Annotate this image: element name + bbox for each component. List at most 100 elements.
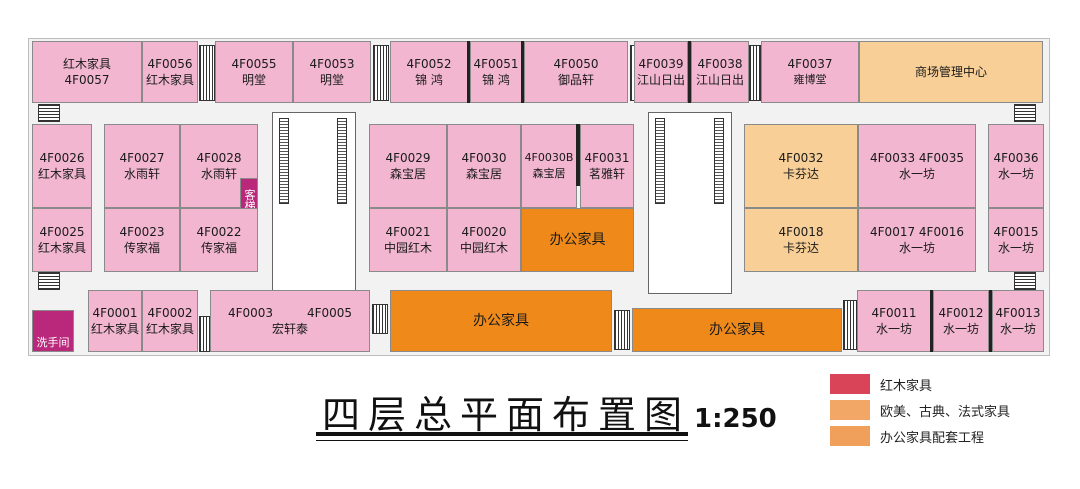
unit-brand: 森宝居 [389, 167, 426, 181]
partition-wall [576, 124, 580, 186]
unit-4f0039[interactable]: 4F0039 江山日出 [634, 41, 688, 103]
unit-code: 4F0022 [196, 225, 242, 239]
unit-4f0030b[interactable]: 4F0030B 森宝居 [521, 124, 577, 208]
unit-brand: 水一坊 [997, 167, 1034, 181]
unit-4f0038[interactable]: 4F0038 江山日出 [691, 41, 749, 103]
unit-4f0056[interactable]: 4F0056 红木家具 [142, 41, 198, 103]
unit-4f0036[interactable]: 4F0036 水一坊 [988, 124, 1044, 208]
title-underline [316, 432, 688, 436]
unit-code: 4F0029 [385, 151, 431, 165]
unit-brand: 中园红木 [383, 241, 432, 255]
office-furniture-center[interactable]: 办公家具 [521, 208, 634, 272]
staircase-right-upper [1014, 104, 1036, 122]
unit-4f0022[interactable]: 4F0022 传家福 [180, 208, 258, 272]
unit-4f0021[interactable]: 4F0021 中园红木 [369, 208, 447, 272]
unit-4f0013[interactable]: 4F0013 水一坊 [992, 290, 1044, 352]
unit-label: 商场管理中心 [914, 65, 987, 79]
unit-4f0052[interactable]: 4F0052 锦 鸿 [390, 41, 468, 103]
unit-brand: 茗雅轩 [588, 167, 625, 181]
unit-code: 4F0025 [39, 225, 85, 239]
unit-4f0025[interactable]: 4F0025 红木家具 [32, 208, 92, 272]
unit-4f0051[interactable]: 4F0051 锦 鸿 [470, 41, 522, 103]
legend-item-redwood: 红木家具 [830, 374, 932, 394]
legend-swatch [830, 400, 870, 420]
unit-4f0037[interactable]: 4F0037 雍博堂 [761, 41, 859, 103]
unit-4f0050[interactable]: 4F0050 御品轩 [524, 41, 628, 103]
office-furniture-south-1[interactable]: 办公家具 [390, 290, 612, 352]
unit-brand: 红木家具 [90, 322, 139, 336]
legend-label: 办公家具配套工程 [880, 430, 985, 446]
unit-code: 4F0038 [697, 57, 743, 71]
unit-brand: 宏轩泰 [271, 322, 308, 336]
unit-4f0015[interactable]: 4F0015 水一坊 [988, 208, 1044, 272]
unit-4f0029[interactable]: 4F0029 森宝居 [369, 124, 447, 208]
unit-code: 4F0026 [39, 151, 85, 165]
legend-item-european: 欧美、古典、法式家具 [830, 400, 1010, 420]
unit-brand: 水一坊 [898, 167, 935, 181]
staircase [749, 45, 761, 101]
unit-4f0002[interactable]: 4F0002 红木家具 [142, 290, 198, 352]
staircase-left-upper [38, 104, 60, 122]
unit-4f0033-4f0035[interactable]: 4F0033 4F0035 水一坊 [858, 124, 976, 208]
escalator [337, 118, 347, 204]
legend-swatch [830, 374, 870, 394]
staircase [843, 300, 857, 350]
unit-brand: 水一坊 [898, 241, 935, 255]
partition-wall [688, 41, 691, 103]
unit-code: 4F0050 [553, 57, 599, 71]
unit-4f0032[interactable]: 4F0032 卡芬达 [744, 124, 858, 208]
unit-code: 4F0055 [231, 57, 277, 71]
unit-4f0012[interactable]: 4F0012 水一坊 [933, 290, 989, 352]
unit-label: 办公家具 [549, 232, 606, 248]
unit-4f0031[interactable]: 4F0031 茗雅轩 [580, 124, 634, 208]
partition-wall [467, 41, 470, 103]
unit-4f0001[interactable]: 4F0001 红木家具 [88, 290, 142, 352]
unit-4f0003-4f0005[interactable]: 4F0003 4F0005 宏轩泰 [210, 290, 370, 352]
unit-code: 4F0021 [385, 225, 431, 239]
unit-code: 4F0020 [461, 225, 507, 239]
unit-code: 4F0032 [778, 151, 824, 165]
unit-4f0018[interactable]: 4F0018 卡芬达 [744, 208, 858, 272]
unit-4f0017-4f0016[interactable]: 4F0017 4F0016 水一坊 [858, 208, 976, 272]
unit-brand: 水一坊 [875, 322, 912, 336]
unit-4f0053[interactable]: 4F0053 明堂 [293, 41, 371, 103]
unit-brand: 红木家具 [145, 73, 194, 87]
unit-code: 4F0030B [524, 151, 574, 164]
unit-code: 4F0056 [147, 57, 193, 71]
unit-code: 4F0001 [92, 306, 138, 320]
unit-4f0027[interactable]: 4F0027 水雨轩 [104, 124, 180, 208]
unit-code: 4F0018 [778, 225, 824, 239]
unit-label: 办公家具 [473, 313, 529, 329]
unit-4f0055[interactable]: 4F0055 明堂 [215, 41, 293, 103]
unit-code: 4F0039 [638, 57, 684, 71]
unit-brand: 锦 鸿 [415, 73, 443, 87]
unit-4f0026[interactable]: 4F0026 红木家具 [32, 124, 92, 208]
unit-brand: 森宝居 [532, 167, 566, 180]
unit-brand: 江山日出 [636, 73, 685, 87]
unit-4f0023[interactable]: 4F0023 传家福 [104, 208, 180, 272]
unit-code: 4F0003 [227, 306, 274, 320]
unit-brand: 江山日出 [695, 73, 744, 87]
office-furniture-south-2[interactable]: 办公家具 [632, 308, 842, 352]
unit-code: 4F0031 [584, 151, 630, 165]
plan-scale: 1:250 [694, 404, 777, 434]
management-center[interactable]: 商场管理中心 [859, 41, 1043, 103]
unit-4f0057[interactable]: 红木家具 4F0057 [32, 41, 142, 103]
staircase [373, 45, 389, 101]
unit-code: 4F0028 [196, 151, 242, 165]
washroom[interactable]: 洗手间 [32, 310, 74, 352]
staircase [199, 45, 215, 101]
escalator [655, 118, 665, 204]
unit-brand: 卡芬达 [782, 167, 819, 181]
staircase [614, 310, 630, 350]
unit-code: 4F0012 [938, 306, 984, 320]
partition-wall [930, 290, 933, 352]
unit-4f0020[interactable]: 4F0020 中园红木 [447, 208, 521, 272]
unit-4f0011[interactable]: 4F0011 水一坊 [857, 290, 931, 352]
partition-wall [521, 41, 524, 103]
unit-brand: 水雨轩 [200, 167, 237, 181]
unit-codes-row: 4F0003 4F0005 [211, 305, 369, 321]
unit-brand: 水一坊 [999, 322, 1036, 336]
unit-4f0030[interactable]: 4F0030 森宝居 [447, 124, 521, 208]
